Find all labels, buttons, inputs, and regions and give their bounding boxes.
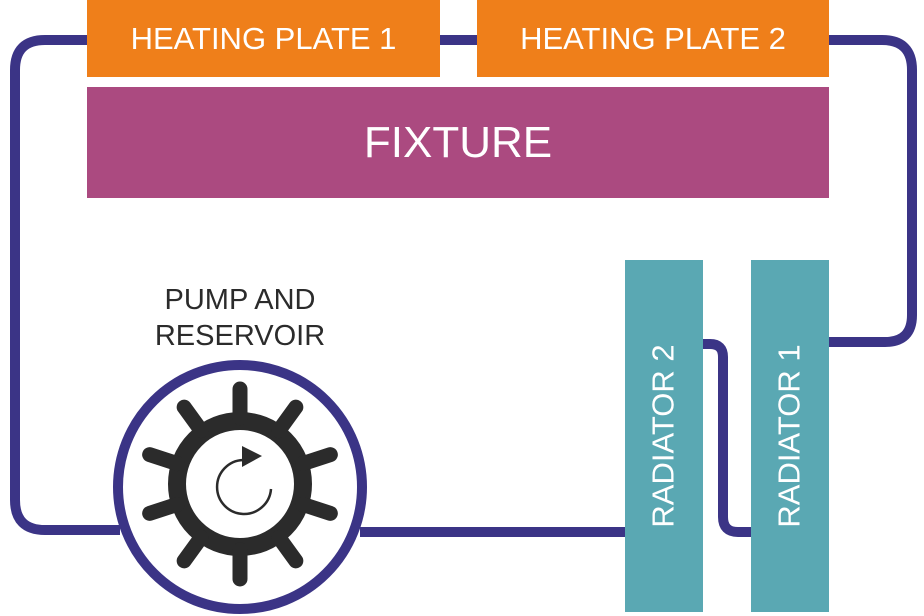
gear-spoke — [142, 447, 185, 472]
rotation-arrow-icon — [215, 446, 273, 516]
pump-housing — [113, 360, 367, 614]
pump-label-line1: PUMP AND — [164, 284, 316, 316]
pipe-right — [829, 35, 917, 347]
radiator-2: RADIATOR 2 — [625, 260, 703, 612]
heating-plate-2-label: HEATING PLATE 2 — [520, 20, 786, 56]
heating-plate-2: HEATING PLATE 2 — [477, 0, 829, 77]
gear-spoke — [271, 399, 304, 439]
gear-spoke — [176, 399, 209, 439]
radiator-2-label: RADIATOR 2 — [646, 344, 682, 528]
heating-plate-1-label: HEATING PLATE 1 — [130, 20, 397, 56]
gear-spoke — [176, 529, 209, 569]
gear-spoke — [142, 496, 185, 521]
radiator-1-label: RADIATOR 1 — [772, 344, 808, 528]
radiator-1: RADIATOR 1 — [751, 260, 829, 612]
gear-spoke — [271, 529, 304, 569]
pump-label-line2: RESERVOIR — [154, 320, 326, 352]
pump-gear-icon — [142, 381, 338, 587]
fixture: FIXTURE — [87, 87, 829, 198]
heating-plate-1: HEATING PLATE 1 — [87, 0, 440, 77]
gear-spoke — [295, 447, 338, 472]
pump-label: PUMP AND RESERVOIR — [120, 282, 360, 354]
fixture-label: FIXTURE — [363, 117, 553, 167]
gear-spoke — [295, 496, 338, 521]
pipe-radiator-link — [703, 339, 751, 537]
pipe-left — [10, 35, 120, 535]
